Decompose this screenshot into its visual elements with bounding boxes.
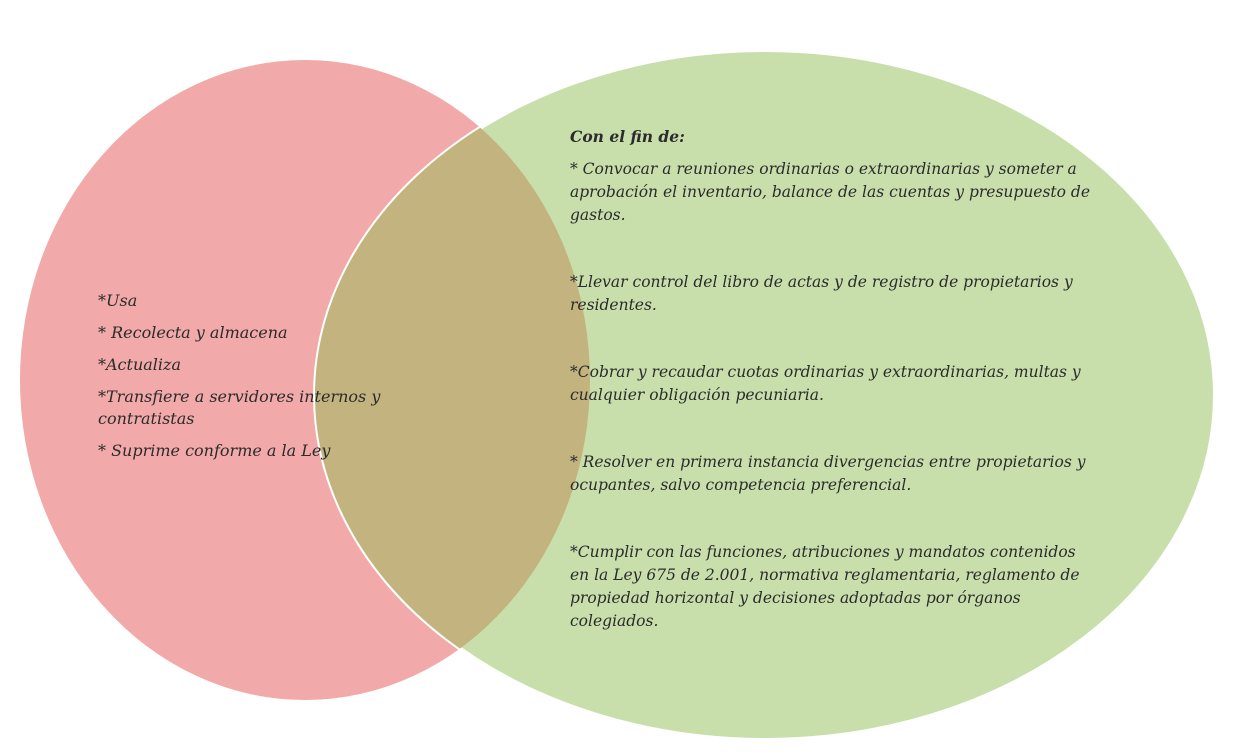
left-set-list: *Usa * Recolecta y almacena *Actualiza *… xyxy=(98,290,418,472)
left-item: * Recolecta y almacena xyxy=(98,323,288,342)
right-set-heading: Con el fin de: xyxy=(570,127,685,146)
right-set-list: * Convocar a reuniones ordinarias o extr… xyxy=(570,158,1090,633)
right-set-block: Con el fin de: * Convocar a reuniones or… xyxy=(570,125,1090,633)
left-item: * Suprime conforme a la Ley xyxy=(98,441,331,460)
right-item: *Llevar control del libro de actas y de … xyxy=(570,273,1073,314)
left-item: *Actualiza xyxy=(98,355,181,374)
right-item: * Resolver en primera instancia divergen… xyxy=(570,453,1086,494)
right-item: * Convocar a reuniones ordinarias o extr… xyxy=(570,160,1091,224)
right-item: *Cumplir con las funciones, atribuciones… xyxy=(570,543,1080,630)
left-item: *Transfiere a servidores internos y cont… xyxy=(98,387,381,428)
left-item: *Usa xyxy=(98,291,138,310)
right-item: *Cobrar y recaudar cuotas ordinarias y e… xyxy=(570,363,1081,404)
